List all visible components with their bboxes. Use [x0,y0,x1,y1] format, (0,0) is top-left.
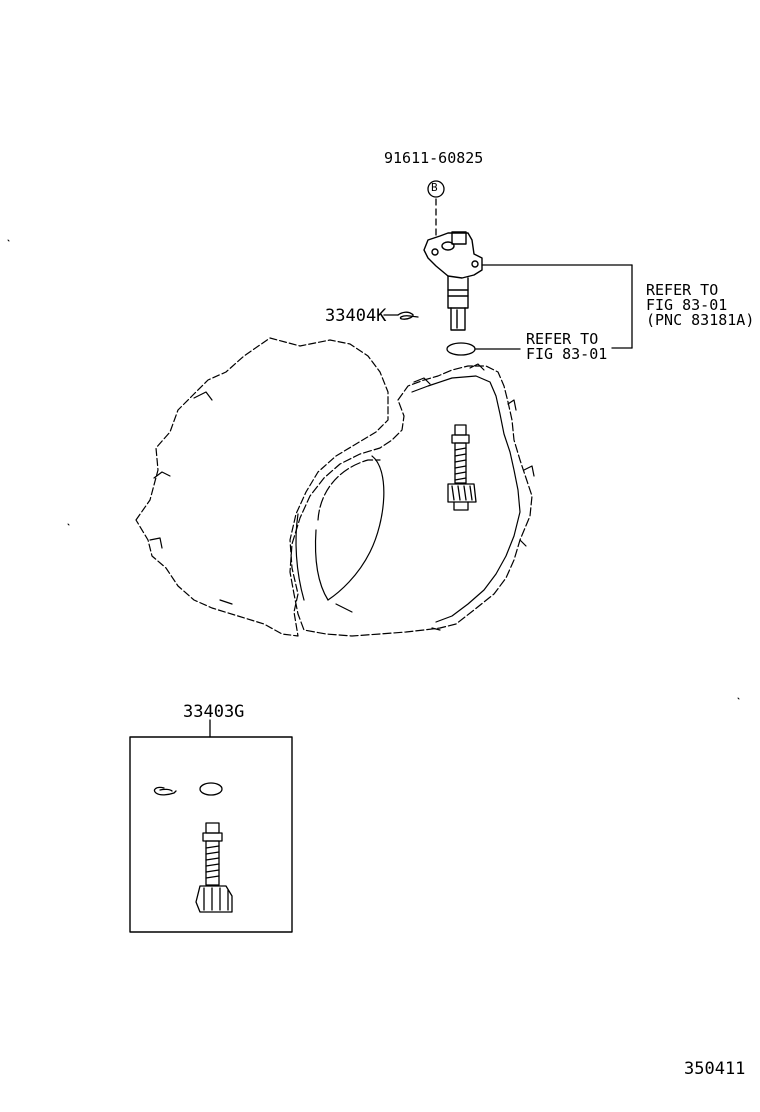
clip-part-number: 33404K [325,306,387,326]
sensor-ref-line-2: FIG 83-01 [646,296,728,314]
bolt-symbol [427,180,445,198]
clip-part [383,311,419,320]
speed-sensor [423,231,483,331]
oring-ref-line-1: REFER TO [526,330,599,348]
bolt-marker-letter: B [431,181,438,194]
driven-gear-installed [447,424,477,511]
bolt-part-number: 91611-60825 [384,149,484,167]
kit-clip [153,786,177,796]
gear-kit-box [129,719,293,933]
transaxle-case [135,337,535,637]
sensor-ref-bracket [481,264,633,349]
figure-id: 350411 [684,1059,746,1079]
sensor-ref-line-3: (PNC 83181A) [646,311,755,329]
o-ring [446,342,521,356]
sensor-ref-line-1: REFER TO [646,281,719,299]
gear-kit-part-number: 33403G [183,702,245,722]
kit-driven-gear [195,822,233,913]
oring-ref-line-2: FIG 83-01 [526,345,608,363]
scan-specks [7,239,740,700]
kit-o-ring [199,782,223,796]
